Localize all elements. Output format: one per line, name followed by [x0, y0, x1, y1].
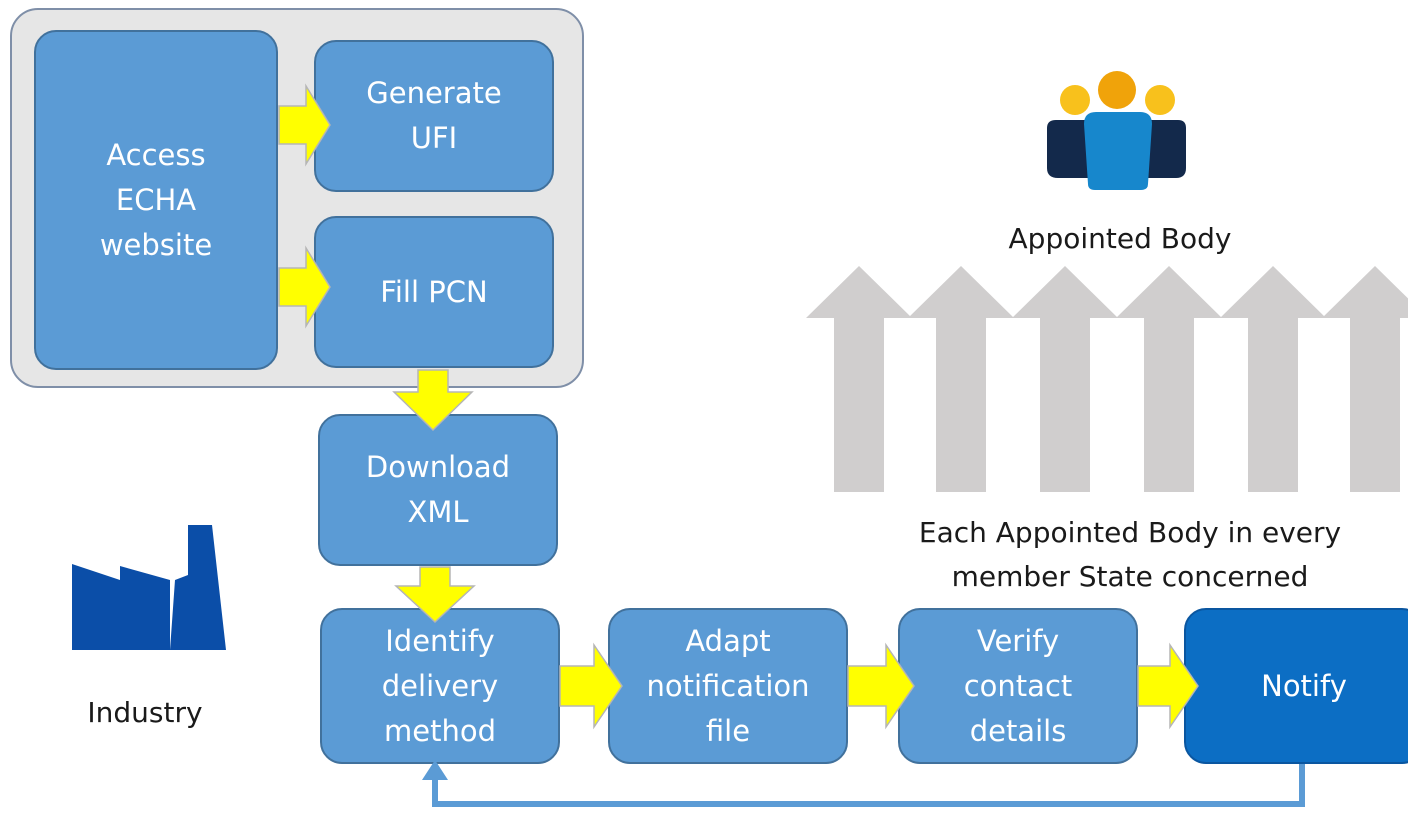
- each-appointed-body-label-line2: member State concerned: [951, 560, 1309, 593]
- feedback-arrowhead: [422, 760, 448, 780]
- download-xml-box: Download XML: [318, 414, 558, 566]
- verify-contact-details-box: Verify contact details: [898, 608, 1138, 764]
- arrow-access-to-generate: [278, 83, 331, 167]
- gray-up-arrow-3: [1012, 266, 1118, 492]
- people-group-icon: [1047, 71, 1186, 190]
- gray-up-arrow-4: [1116, 266, 1222, 492]
- gray-up-arrow-2: [908, 266, 1014, 492]
- access-echa-website-box: Access ECHA website: [34, 30, 278, 370]
- notify-box: Notify: [1184, 608, 1408, 764]
- fill-pcn-box: Fill PCN: [314, 216, 554, 368]
- gray-up-arrow-1: [806, 266, 912, 492]
- arrow-fill-to-download: [392, 369, 474, 432]
- feedback-loop-line: [432, 764, 1305, 807]
- appointed-body-label: Appointed Body: [1008, 222, 1232, 255]
- arrow-verify-to-notify: [1137, 642, 1199, 730]
- arrow-access-to-fill: [278, 245, 331, 329]
- identify-delivery-method-box: Identify delivery method: [320, 608, 560, 764]
- each-appointed-body-label-line1: Each Appointed Body in every: [918, 516, 1342, 549]
- gray-up-arrow-6: [1322, 266, 1408, 492]
- gray-up-arrow-5: [1220, 266, 1326, 492]
- adapt-notification-file-box: Adapt notification file: [608, 608, 848, 764]
- arrow-adapt-to-verify: [847, 642, 915, 730]
- arrow-download-to-identify: [394, 566, 476, 624]
- arrow-identify-to-adapt: [559, 642, 623, 730]
- industry-label: Industry: [87, 696, 203, 729]
- factory-icon: [72, 525, 226, 650]
